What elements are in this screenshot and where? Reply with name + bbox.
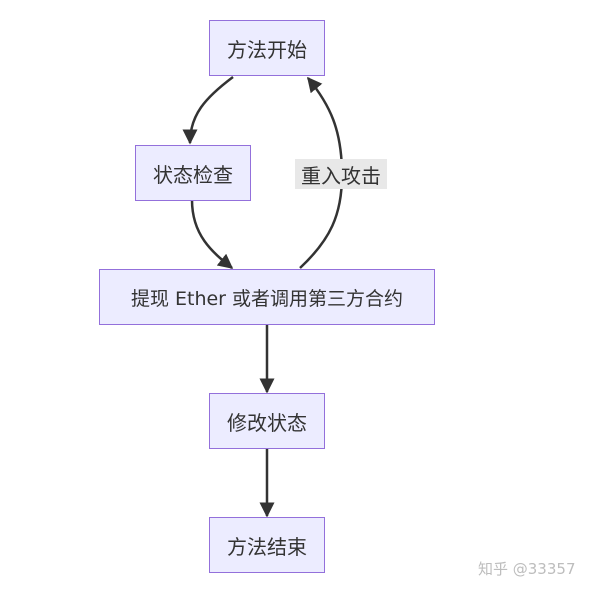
edge-label-reentry-attack: 重入攻击 — [295, 159, 387, 189]
node-method-start: 方法开始 — [209, 20, 325, 76]
node-state-check: 状态检查 — [135, 145, 251, 201]
node-method-end: 方法结束 — [209, 517, 325, 573]
node-withdraw-or-call: 提现 Ether 或者调用第三方合约 — [99, 269, 435, 325]
watermark: 知乎 @33357 — [478, 560, 576, 578]
node-modify-state: 修改状态 — [209, 393, 325, 449]
edge-check-to-withdraw — [190, 199, 234, 269]
edge-start-to-check — [182, 76, 234, 145]
